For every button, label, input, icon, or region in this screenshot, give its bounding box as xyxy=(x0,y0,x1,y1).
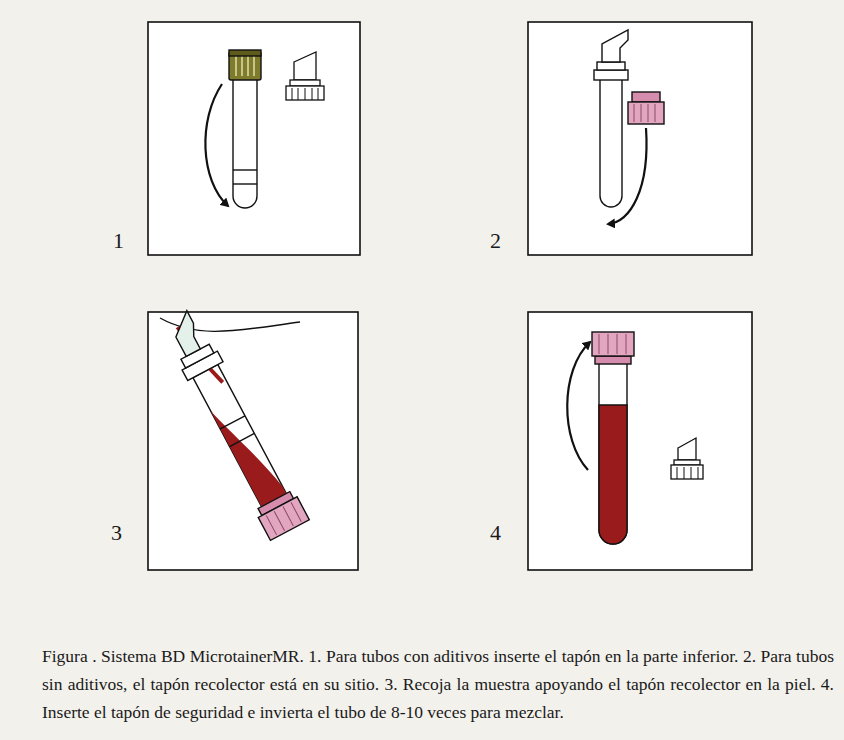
collector-top xyxy=(671,438,703,479)
panel-frame xyxy=(148,22,360,255)
panel-number: 1 xyxy=(113,230,124,252)
tube-collecting xyxy=(157,306,309,540)
panel-frame xyxy=(528,22,752,255)
panel-frame xyxy=(528,312,752,570)
panel-number: 4 xyxy=(490,522,501,544)
figure-caption: Figura . Sistema BD MicrotainerMR. 1. Pa… xyxy=(42,642,834,726)
panel-number: 3 xyxy=(111,522,122,544)
collector-top xyxy=(286,52,324,100)
tube-without-additive xyxy=(594,30,664,224)
panel-frame xyxy=(148,312,358,570)
tube-with-additive xyxy=(205,50,261,208)
pink-cap xyxy=(628,92,664,124)
panel-number: 2 xyxy=(490,230,501,252)
tube-capped xyxy=(567,332,634,544)
